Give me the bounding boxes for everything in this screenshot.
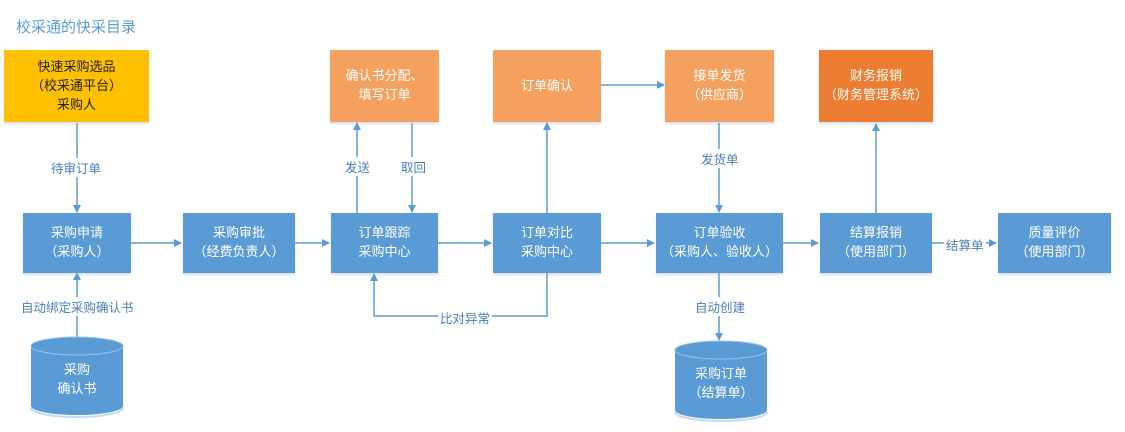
node-order-acceptance: 订单验收 （采购人、验收人） — [656, 213, 783, 273]
node-settlement: 结算报销 （使用部门） — [820, 213, 932, 273]
database-purchase-order-icon — [674, 340, 768, 422]
database-confirmation-label: 采购 确认书 — [57, 363, 97, 397]
label-compare-exception: 比对异常 — [438, 308, 493, 327]
node-purchase-request: 采购申请 （采购人） — [23, 213, 131, 273]
diagram-title: 校采通的快采目录 — [16, 18, 137, 36]
node-confirm-assign: 确认书分配、 填写订单 — [330, 50, 439, 122]
label-send: 发送 — [343, 157, 373, 176]
node-order-confirm: 订单确认 — [493, 50, 601, 122]
label-retrieve: 取回 — [399, 157, 429, 176]
database-confirmation-icon — [30, 336, 124, 418]
label-auto-create: 自动创建 — [693, 297, 748, 316]
node-quality-eval: 质量评价 （使用部门） — [998, 213, 1111, 273]
label-delivery-note: 发货单 — [699, 149, 741, 168]
label-settlement-slip: 结算单 — [944, 235, 986, 254]
node-ship-order: 接单发货 （供应商） — [665, 50, 774, 122]
node-quick-select: 快速采购选品 （校采通平台） 采购人 — [4, 50, 149, 122]
node-order-compare: 订单对比 采购中心 — [493, 213, 601, 273]
node-order-tracking: 订单跟踪 采购中心 — [331, 213, 438, 273]
database-purchase-order-label: 采购订单 （结算单） — [688, 367, 754, 401]
label-pending-order: 待审订单 — [49, 158, 104, 177]
label-auto-bind: 自动绑定采购确认书 — [19, 297, 136, 316]
node-finance-reimburse: 财务报销 （财务管理系统） — [819, 50, 933, 122]
node-purchase-approval: 采购审批 （经费负责人） — [183, 213, 295, 273]
